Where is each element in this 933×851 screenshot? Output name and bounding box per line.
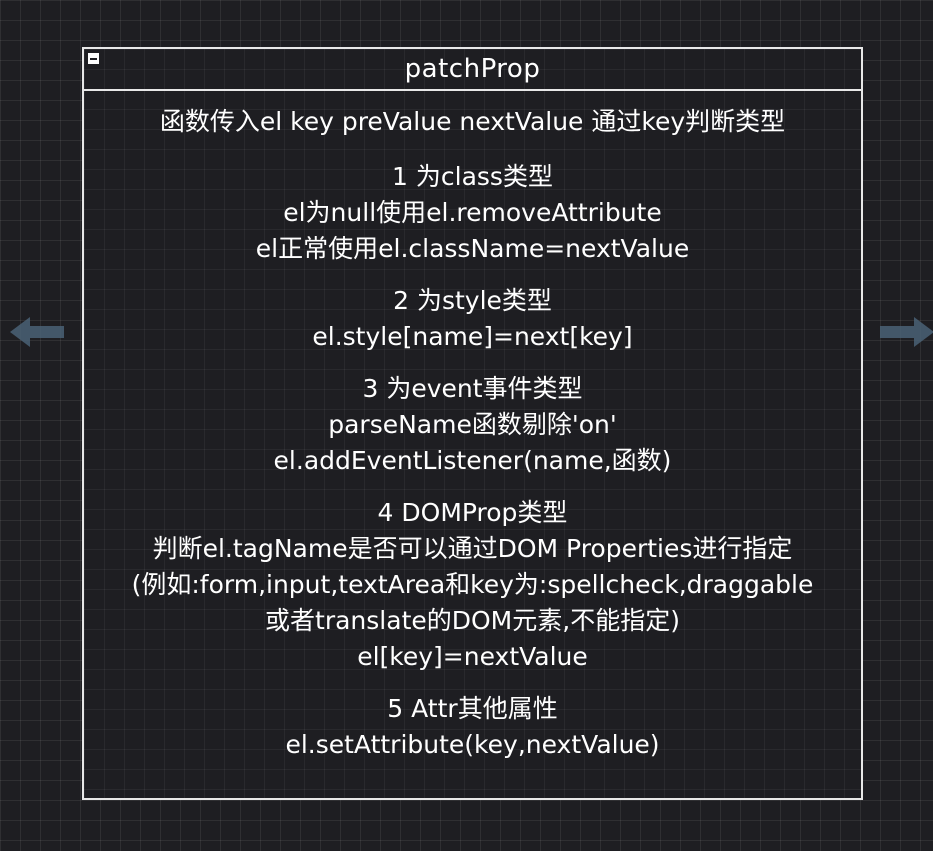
card-body: 函数传入el key preValue nextValue 通过key判断类型 … xyxy=(84,91,861,763)
section-line: el正常使用el.className=nextValue xyxy=(255,234,690,263)
patchprop-card: patchProp 函数传入el key preValue nextValue … xyxy=(82,47,863,800)
section-class: 1 为class类型 el为null使用el.removeAttribute e… xyxy=(84,159,861,267)
section-line: parseName函数剔除'on' xyxy=(328,410,617,439)
next-arrow-icon[interactable] xyxy=(878,313,933,351)
section-line: 判断el.tagName是否可以通过DOM Properties进行指定 xyxy=(152,534,793,563)
section-line: el.setAttribute(key,nextValue) xyxy=(285,730,660,759)
section-heading: 2 为style类型 xyxy=(393,286,552,315)
section-line: el为null使用el.removeAttribute xyxy=(283,198,662,227)
section-line: el.style[name]=next[key] xyxy=(312,322,633,351)
prev-arrow-icon[interactable] xyxy=(8,313,66,351)
section-line: el[key]=nextValue xyxy=(357,642,588,671)
collapse-icon[interactable] xyxy=(88,53,99,64)
section-line: el.addEventListener(name,函数) xyxy=(273,446,672,475)
section-style: 2 为style类型 el.style[name]=next[key] xyxy=(84,283,861,355)
section-domprop: 4 DOMProp类型 判断el.tagName是否可以通过DOM Proper… xyxy=(84,495,861,675)
section-heading: 3 为event事件类型 xyxy=(362,374,583,403)
card-title: patchProp xyxy=(404,54,541,84)
card-header: patchProp xyxy=(84,49,861,91)
section-heading: 1 为class类型 xyxy=(392,162,553,191)
section-event: 3 为event事件类型 parseName函数剔除'on' el.addEve… xyxy=(84,371,861,479)
section-heading: 5 Attr其他属性 xyxy=(387,694,558,723)
section-line: 或者translate的DOM元素,不能指定) xyxy=(265,606,680,635)
intro-text: 函数传入el key preValue nextValue 通过key判断类型 xyxy=(159,107,786,136)
section-attr: 5 Attr其他属性 el.setAttribute(key,nextValue… xyxy=(84,691,861,763)
section-heading: 4 DOMProp类型 xyxy=(377,498,568,527)
section-line: (例如:form,input,textArea和key为:spellcheck,… xyxy=(131,570,814,599)
